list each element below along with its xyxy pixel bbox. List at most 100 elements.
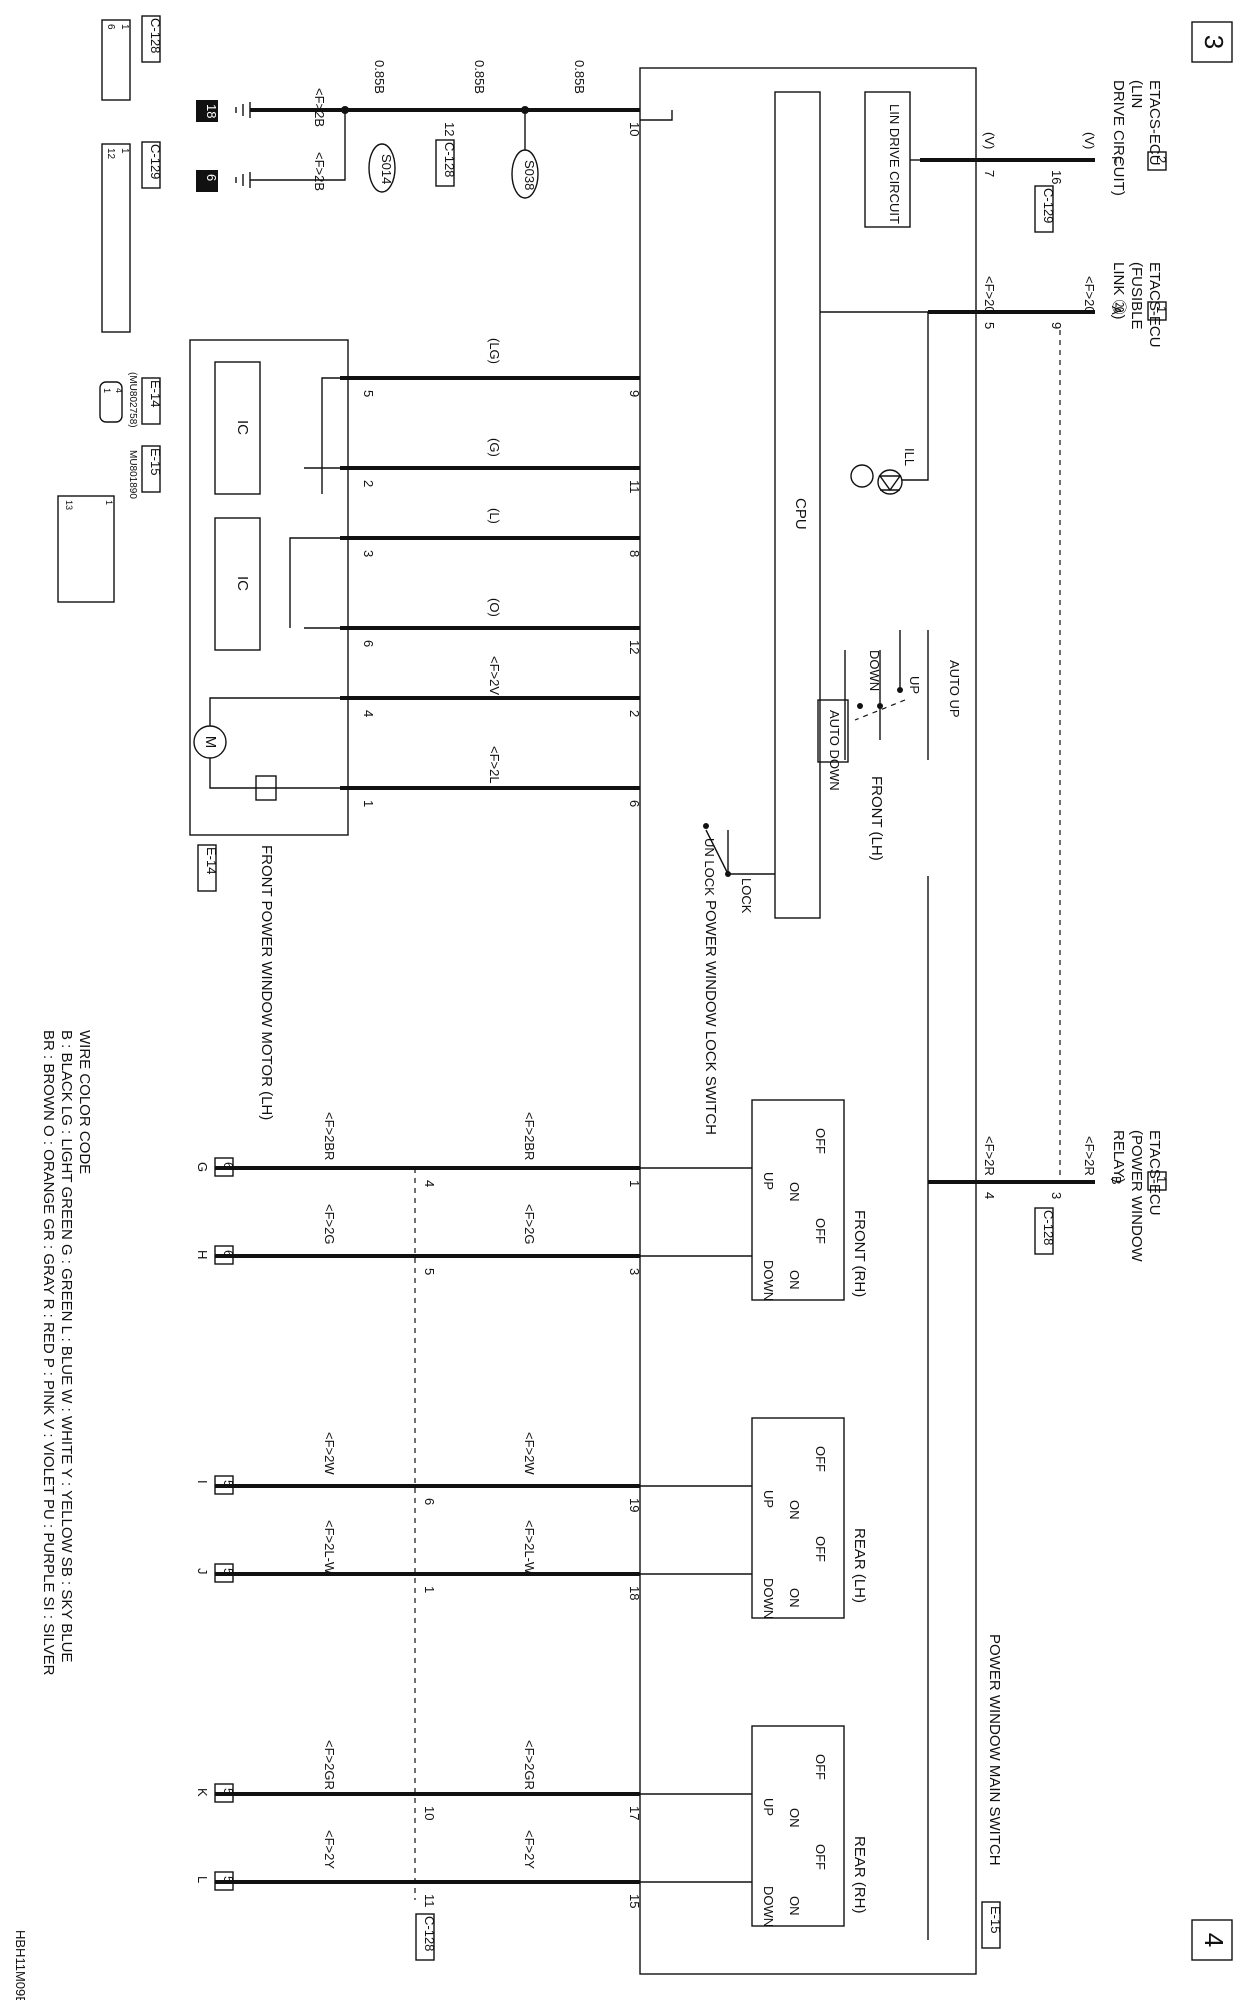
svg-text:6: 6 [361, 640, 376, 647]
svg-text:DRIVE CIRCUIT): DRIVE CIRCUIT) [1110, 80, 1127, 196]
cpu-block [774, 91, 821, 919]
dest-connector-l: 5L [195, 1871, 236, 1891]
svg-text:G: G [195, 1162, 210, 1172]
wire-color-legend: WIRE COLOR CODE B : BLACK LG : LIGHT GRE… [40, 1030, 93, 1676]
svg-text:6: 6 [221, 1162, 236, 1169]
svg-text:C-129: C-129 [148, 144, 163, 179]
svg-text:12: 12 [105, 148, 116, 160]
page-number-left: 3 [1191, 21, 1233, 63]
svg-text:6: 6 [627, 800, 642, 807]
svg-text:POWER WINDOW MAIN SWITCH: POWER WINDOW MAIN SWITCH [986, 1634, 1003, 1866]
svg-text:ETACS-ECU: ETACS-ECU [1146, 262, 1163, 348]
svg-text:<F>2GR: <F>2GR [322, 1740, 337, 1790]
svg-text:0.85B: 0.85B [572, 60, 587, 94]
svg-text:<F>20: <F>20 [982, 276, 997, 314]
svg-text:OFF: OFF [813, 1128, 828, 1154]
svg-text:DOWN: DOWN [761, 1578, 776, 1619]
svg-text:ON: ON [787, 1808, 802, 1828]
svg-text:<F>2W: <F>2W [322, 1432, 337, 1475]
svg-text:5: 5 [982, 322, 997, 329]
svg-text:1: 1 [102, 388, 112, 393]
svg-text:10: 10 [627, 122, 642, 136]
svg-text:2: 2 [361, 480, 376, 487]
svg-text:ON: ON [787, 1588, 802, 1608]
svg-text:A: A [1109, 306, 1124, 315]
svg-text:UP: UP [907, 676, 922, 694]
svg-text:0.85B: 0.85B [372, 60, 387, 94]
svg-text:0.85B: 0.85B [472, 60, 487, 94]
svg-text:I: I [195, 1480, 210, 1484]
ecu-power-window-relay: ETACS-ECU (POWER WINDOW RELAY) 1 B <F>2R… [928, 1130, 1169, 1262]
lin-drive-label: LIN DRIVE CIRCUIT [887, 104, 902, 224]
svg-text:(FUSIBLE: (FUSIBLE [1128, 262, 1145, 330]
svg-text:<F>2B: <F>2B [312, 88, 327, 127]
ill-led: ILL [850, 312, 929, 495]
svg-text:3: 3 [627, 1268, 642, 1275]
svg-text:RELAY): RELAY) [1110, 1130, 1127, 1183]
ecu-fusible-link: ETACS-ECU (FUSIBLE LINK ⑳) 1 A <F>20 <F>… [820, 262, 1169, 1180]
svg-text:4: 4 [1199, 1933, 1229, 1947]
svg-text:<F>2V: <F>2V [487, 656, 502, 695]
svg-text:LOCK: LOCK [739, 878, 754, 914]
svg-text:(O): (O) [487, 598, 502, 617]
svg-text:S038: S038 [522, 160, 537, 190]
svg-text:(LG): (LG) [487, 338, 502, 364]
svg-text:IC: IC [234, 420, 251, 435]
svg-text:AUTO DOWN: AUTO DOWN [827, 710, 842, 791]
svg-text:3: 3 [1199, 35, 1229, 49]
svg-text:(L): (L) [487, 508, 502, 524]
svg-text:1: 1 [361, 800, 376, 807]
rear-lh-switch: REAR (LH) OFF OFF ON ON UP DOWN [751, 1417, 868, 1619]
svg-text:<F>2L-W: <F>2L-W [522, 1520, 537, 1575]
svg-text:18: 18 [627, 1586, 642, 1600]
svg-text:UP: UP [761, 1172, 776, 1190]
svg-text:C-128: C-128 [442, 142, 457, 177]
svg-text:C-128: C-128 [1041, 1210, 1056, 1245]
power-window-lock-switch: LOCK UN LOCK POWER WINDOW LOCK SWITCH [702, 823, 775, 1135]
svg-text:<F>2BR: <F>2BR [522, 1112, 537, 1160]
svg-text:5: 5 [221, 1568, 236, 1575]
front-power-window-motor-lh: IC IC M FRONT POWER WINDOW MOTOR (LH) E-… [189, 339, 349, 1120]
svg-text:4: 4 [982, 1192, 997, 1199]
svg-text:15: 15 [627, 1894, 642, 1908]
connector-c129: C-129 12 1 [101, 141, 163, 333]
svg-text:M: M [202, 736, 219, 749]
svg-text:11: 11 [422, 1894, 437, 1908]
dest-connector-k: 5K [195, 1783, 236, 1803]
svg-text:(MU802758): (MU802758) [127, 372, 138, 428]
svg-text:E-15: E-15 [988, 1906, 1003, 1933]
svg-text:6: 6 [204, 174, 219, 181]
svg-text:C-128: C-128 [422, 1916, 437, 1951]
svg-text:<F>2Y: <F>2Y [322, 1830, 337, 1869]
svg-text:<F>2BR: <F>2BR [322, 1112, 337, 1160]
svg-text:OFF: OFF [813, 1446, 828, 1472]
svg-text:REAR (LH): REAR (LH) [851, 1528, 868, 1603]
page-number-right: 4 [1191, 1919, 1233, 1961]
svg-text:B: B [1109, 1176, 1124, 1185]
svg-text:DOWN: DOWN [761, 1260, 776, 1301]
svg-text:F: F [1109, 156, 1124, 164]
svg-text:2: 2 [1154, 156, 1169, 163]
svg-text:7: 7 [982, 170, 997, 177]
svg-text:IC: IC [234, 576, 251, 591]
svg-text:<F>2G: <F>2G [322, 1204, 337, 1244]
svg-text:J: J [195, 1568, 210, 1575]
svg-text:1: 1 [422, 1586, 437, 1593]
svg-text:LINK ⑳): LINK ⑳) [1110, 262, 1127, 320]
svg-text:6: 6 [422, 1498, 437, 1505]
svg-text:ETACS-ECU: ETACS-ECU [1146, 1130, 1163, 1216]
svg-text:DOWN: DOWN [761, 1886, 776, 1927]
svg-text:3: 3 [361, 550, 376, 557]
svg-text:(LIN: (LIN [1128, 80, 1145, 108]
rear-rh-switch: REAR (RH) OFF OFF ON ON UP DOWN [751, 1725, 868, 1927]
svg-text:18: 18 [204, 104, 219, 118]
svg-text:B : BLACK LG : LIGHT GREEN: B : BLACK LG : LIGHT GREEN G : GREEN L :… [58, 1030, 75, 1662]
svg-text:WIRE COLOR CODE: WIRE COLOR CODE [76, 1030, 93, 1174]
svg-text:<F>2L-W: <F>2L-W [322, 1520, 337, 1575]
svg-text:5: 5 [422, 1268, 437, 1275]
svg-text:MU801890: MU801890 [127, 450, 138, 499]
svg-text:8: 8 [627, 550, 642, 557]
main-switch-title: POWER WINDOW MAIN SWITCH E-15 [981, 1634, 1003, 1949]
svg-text:(V): (V) [1082, 132, 1097, 149]
